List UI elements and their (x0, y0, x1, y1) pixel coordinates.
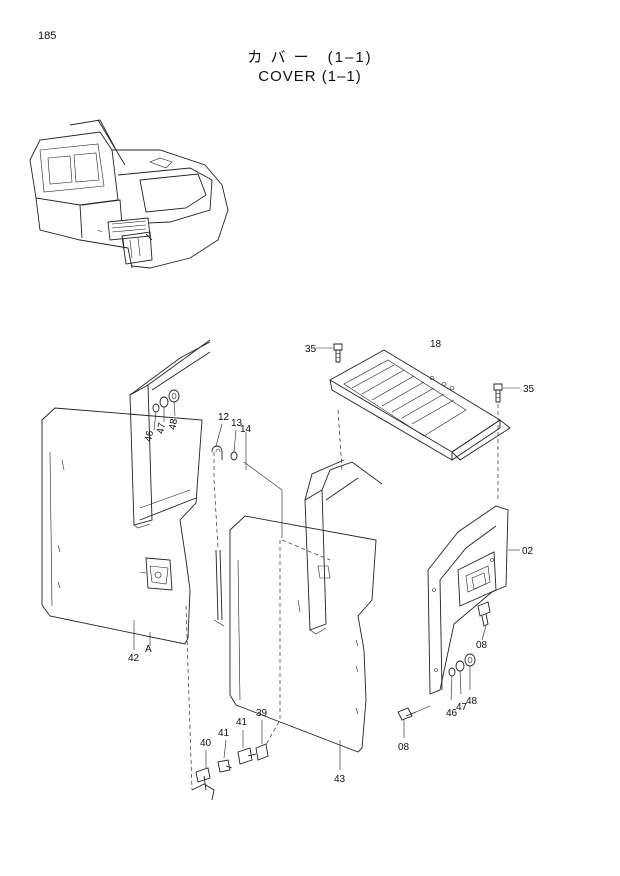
callout-labels: 35 18 35 46 47 48 12 13 14 02 08 42 A 46… (128, 339, 535, 785)
callout-35-right: 35 (523, 384, 535, 395)
top-cover-plate (329, 349, 511, 461)
callout-14: 14 (240, 424, 252, 435)
machine-location-thumbnail (29, 119, 229, 269)
callout-48-right: 48 (466, 696, 478, 707)
latch-hardware-39-40-41 (191, 720, 269, 801)
page-number: 185 (38, 30, 57, 42)
callout-48-left: 48 (167, 418, 180, 431)
bolt-35-left (316, 343, 343, 363)
callout-39: 39 (256, 708, 268, 719)
bolt-08-upper (477, 601, 491, 641)
callout-18: 18 (430, 339, 442, 350)
right-hardware-46-47-48 (448, 653, 476, 701)
callout-47-right: 47 (456, 702, 468, 713)
callout-47-left: 47 (155, 422, 168, 435)
right-side-bracket (427, 505, 520, 695)
callout-08-upper: 08 (476, 640, 488, 651)
callout-02: 02 (522, 546, 534, 557)
page-title-japanese: カ バ ー (1–1) (247, 49, 373, 66)
bolt-08-lower (397, 705, 431, 738)
callout-46-right: 46 (446, 708, 458, 719)
latch-rod-assembly (211, 423, 283, 627)
callout-13: 13 (231, 418, 243, 429)
page-title-english: COVER (1–1) (258, 68, 362, 85)
bolt-35-right (493, 383, 520, 403)
callout-12: 12 (218, 412, 230, 423)
callout-40: 40 (200, 738, 212, 749)
center-frame-post (304, 459, 383, 635)
callout-A: A (145, 644, 152, 655)
callout-41-lower: 41 (218, 728, 230, 739)
callout-35-left: 35 (305, 344, 317, 355)
callout-46-left: 46 (143, 430, 156, 443)
left-hardware-46-47-48 (152, 389, 180, 431)
callout-43: 43 (334, 774, 346, 785)
left-side-door-panel (41, 407, 203, 645)
left-frame-post (129, 339, 211, 529)
callout-41-upper: 41 (236, 717, 248, 728)
callout-08-lower: 08 (398, 742, 410, 753)
center-door-panel (229, 515, 377, 753)
callout-42: 42 (128, 653, 140, 664)
